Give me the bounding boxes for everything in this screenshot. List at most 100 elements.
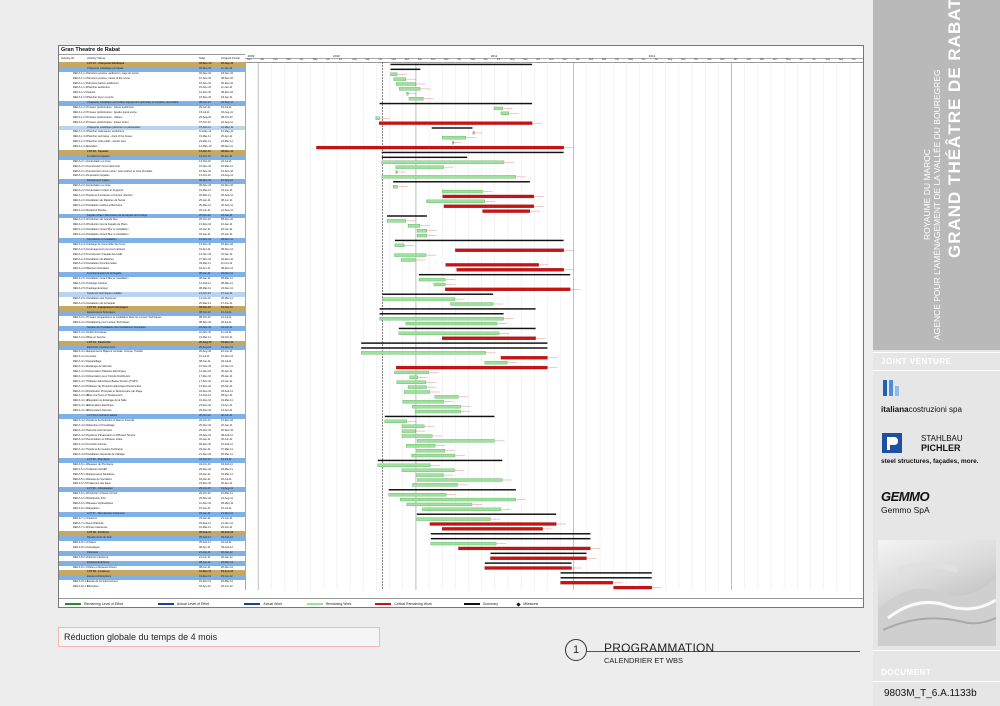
wbs-cell-id: REF.A.4.2.5 [73, 438, 87, 442]
wbs-cell-fi: 04-Oct-11 [221, 335, 233, 339]
summary-bar [430, 533, 591, 535]
activity-bar [377, 463, 431, 467]
wbs-cell-fi: 01-Nov-11 [221, 345, 233, 349]
activity-bar [484, 361, 508, 365]
summary-bar [381, 156, 468, 159]
wbs-cell-fi: 10-Mar-11 [221, 492, 233, 496]
wbs-cell-st: 29-Nov-10 [199, 423, 212, 427]
wbs-cell-fi: 03-Jun-11 [221, 189, 233, 193]
wbs-cell-id: REF.A.7.1.2 [73, 521, 87, 525]
month-label: Nov [549, 58, 554, 61]
wbs-cell-fi: 08-Dec-11 [221, 150, 234, 153]
month-label: Jun [799, 58, 804, 61]
wbs-cell-nm: Fonctionnement de la Façade [87, 272, 122, 276]
month-label: Apr [457, 58, 462, 61]
wbs-cell-fi: 18-Jul-11 [221, 477, 232, 481]
activity-bar [401, 434, 433, 438]
wbs-cell-fi: 04-Mar-11 [221, 472, 233, 476]
wbs-cell-fi: 01-Nov-11 [221, 365, 233, 369]
wbs-cell-fi: 06-Jul-11 [221, 321, 232, 325]
year-label: 2009 [247, 54, 255, 58]
wbs-cell-fi: 19-Aug-11 [221, 174, 233, 178]
gemmo-logo: GEMMO Gemmo SpA [881, 489, 930, 515]
wbs-cell-st: 11-May-11 [199, 130, 212, 134]
wbs-cell-id: REF.A.4.1.12 [73, 404, 89, 408]
wbs-cell-id: REF.A.8.1.2 [73, 546, 87, 549]
summary-bar [390, 68, 421, 71]
wbs-cell-fi: 11-Jan-11 [221, 86, 233, 90]
wbs-cell-st: 26-Aug-10 [199, 350, 212, 354]
month-label: Apr [615, 58, 620, 61]
wbs-cell-nm: Outils Scéniques [87, 330, 107, 334]
wbs-cell-st: 29-Nov-10 [199, 428, 212, 432]
wbs-cell-fi: 20-Oct-11 [221, 526, 233, 530]
note-text: Réduction globale du temps de 4 mois [64, 632, 218, 642]
wbs-cell-id: REF.A.2.4.6 [73, 267, 87, 271]
wbs-cell-st: 09-Nov-10 [199, 179, 212, 183]
wbs-cell-nm: LOT 02 - Façades [87, 150, 109, 153]
wbs-cell-nm: Revêtements de Sols [87, 536, 112, 540]
wbs-cell-st: 03-Nov-10 [199, 62, 212, 65]
wbs-cell-id: REF.A.1.1.4 [73, 86, 87, 90]
activity-bar [442, 527, 543, 531]
activity-bar [408, 97, 424, 101]
wbs-cell-st: 07-Feb-11 [199, 125, 211, 129]
wbs-cell-nm: Construction Gros Harmoner [87, 164, 121, 168]
wbs-cell-fi: 08-Mar-11 [221, 282, 233, 285]
wbs-cell-id: REF.A.1.1.3 [73, 81, 87, 85]
wbs-cell-st: 03-Nov-10 [199, 71, 212, 75]
wbs-cell-st: 20-Oct-10 [199, 414, 211, 417]
wbs-cell-st: 01-Apr-11 [199, 247, 211, 251]
wbs-cell-nm: Régulation et Éclairage de la Salle [87, 399, 127, 403]
wbs-cell-fi: 24-Jan-11 [221, 252, 233, 256]
wbs-cell-id: REF.A.4.1.11 [73, 399, 89, 403]
legend-swatch [516, 601, 522, 607]
wbs-cell-id: REF.A.2.2.6 [73, 208, 87, 212]
month-label: Mar [602, 58, 607, 61]
activity-bar [405, 321, 498, 326]
activity-bar [442, 336, 536, 340]
activity-bar [409, 375, 418, 379]
month-label: Jan [733, 58, 738, 61]
summary-bar [379, 102, 533, 105]
wbs-cell-fi: 10-Jan-11 [221, 223, 233, 227]
wbs-cell-fi: 08-Dec-11 [221, 145, 233, 149]
wbs-cell-st: 04-Oct-10 [199, 462, 211, 466]
wbs-cell-nm: Contrôle d'Accès [87, 443, 107, 447]
wbs-cell-nm: Alimentation Secours [87, 409, 112, 413]
wbs-cell-id: REF.A.1.3.3 [73, 140, 87, 144]
wbs-cell-st: 29-Dec-10 [199, 409, 212, 413]
wbs-cell-nm: Distribution Principale et Divisionnaire… [87, 389, 143, 393]
wbs-cell-id: REF.A.4.2.3 [73, 428, 87, 432]
wbs-cell-fi: 01-Nov-11 [221, 340, 234, 344]
wbs-cell-fi: 30-Jun-11 [221, 414, 233, 417]
col-activity-id: Activity ID [61, 56, 75, 60]
wbs-cell-nm: Escaliers [87, 145, 98, 149]
month-label: Aug [509, 58, 515, 61]
wbs-cell-st: 23-Nov-10 [199, 86, 212, 90]
wbs-cell-fi: 19-Aug-11 [221, 497, 233, 501]
wbs-cell-fi: 21-Jun-11 [221, 516, 233, 520]
wbs-cell-id: REF.A.2.3.1 [73, 218, 87, 222]
wbs-cell-id: REF.A.2.2.1 [73, 184, 87, 188]
wbs-cell-st: 13-Oct-10 [199, 159, 211, 163]
activity-bar [500, 111, 510, 115]
legend-item: Milestone [516, 601, 538, 607]
month-label: May [628, 58, 634, 61]
wbs-cell-id: REF.A.2.2.5 [73, 203, 87, 207]
wbs-cell-st: 15-Nov-10 [199, 169, 212, 173]
